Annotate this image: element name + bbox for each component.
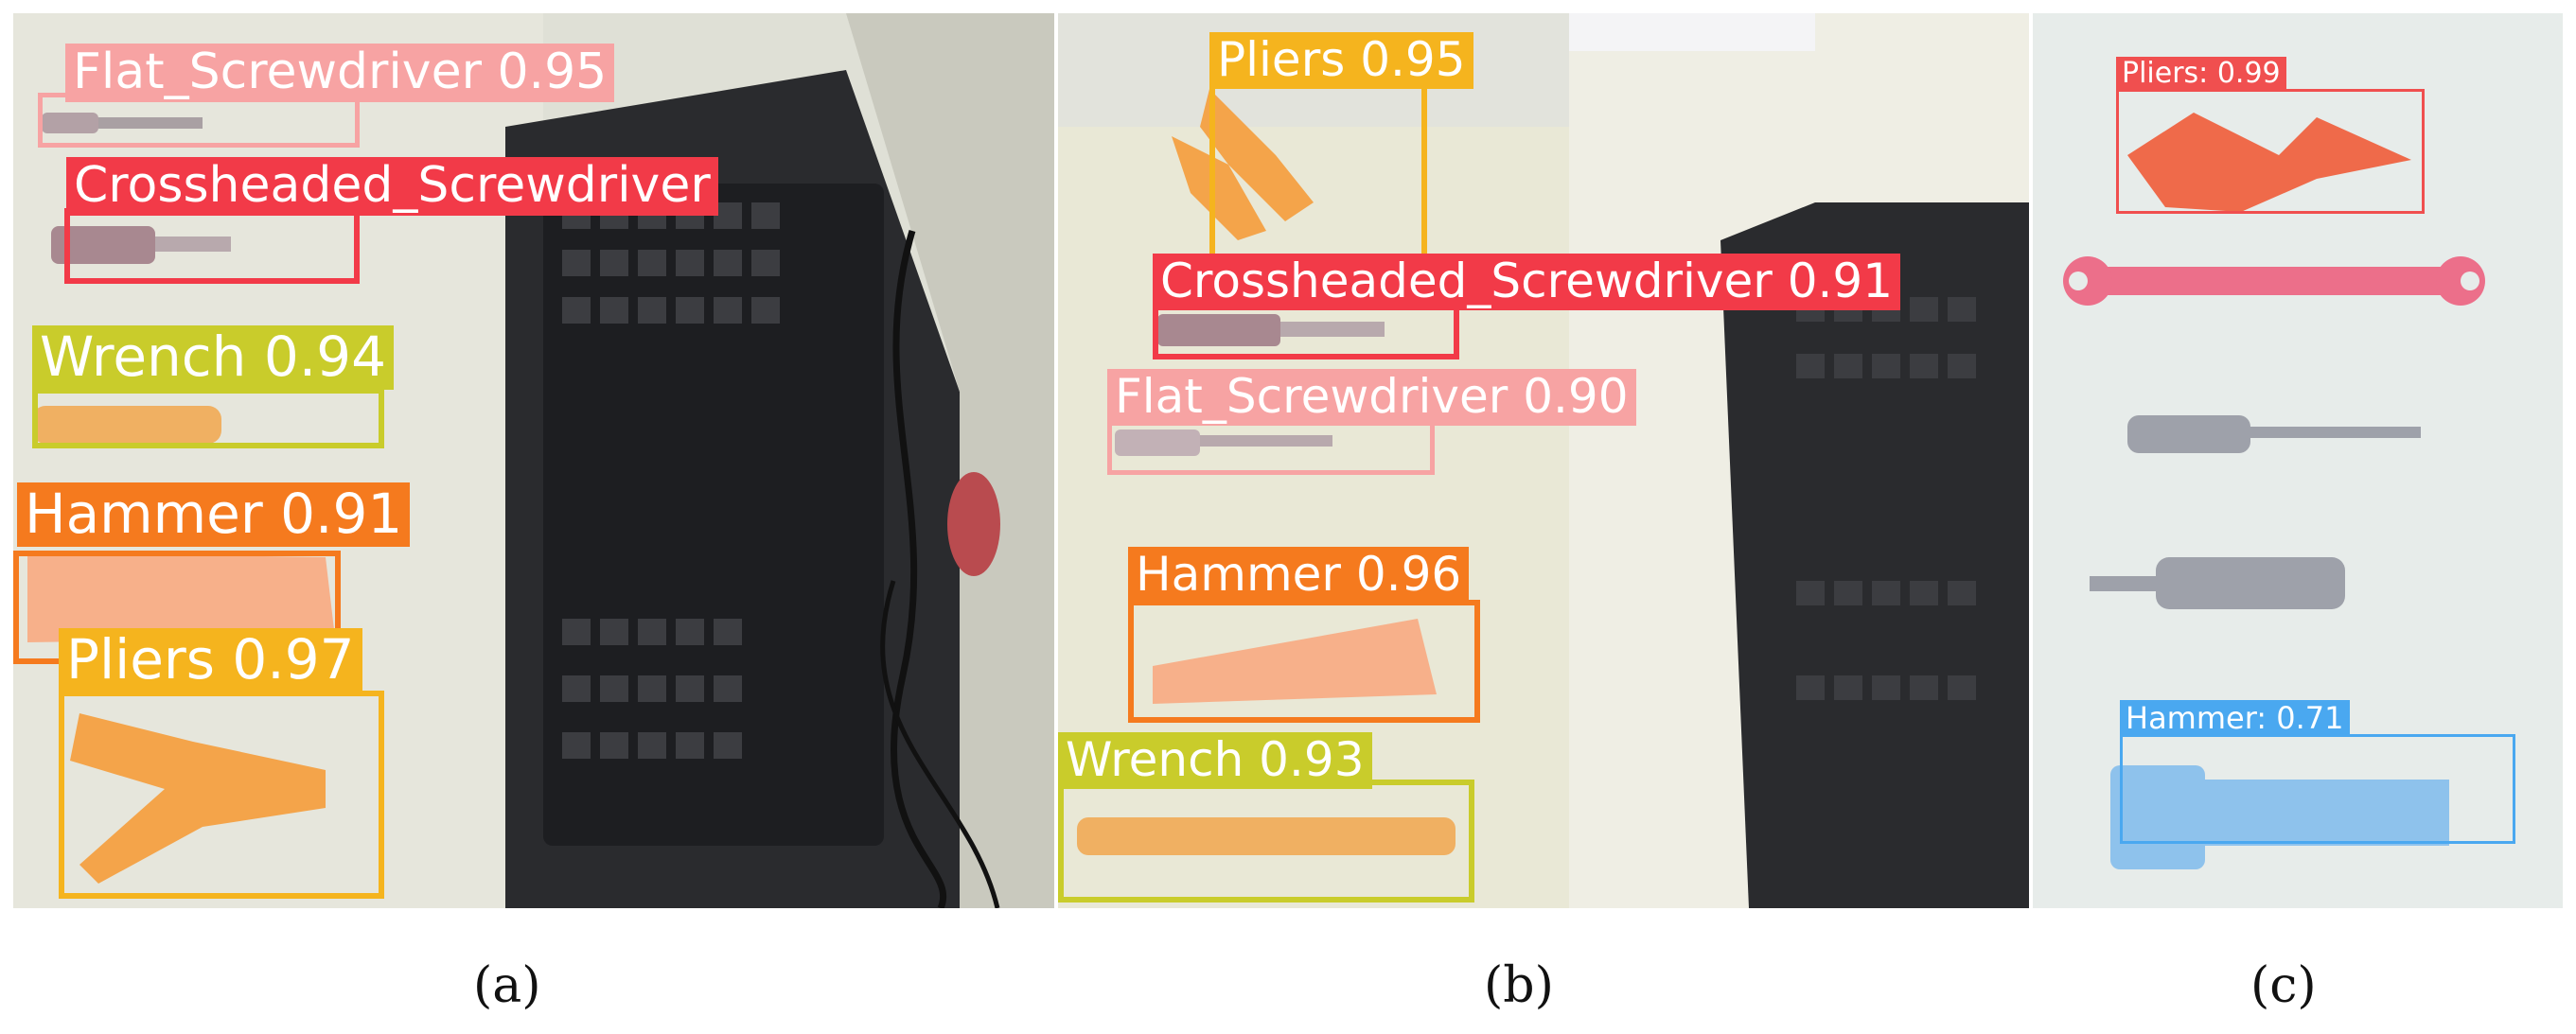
panel-b-photo: Pliers 0.95 Crossheaded_Screwdriver 0.91…: [1058, 13, 2029, 908]
panel-c-photo: Pliers: 0.99 Hammer: 0.71: [2033, 13, 2563, 908]
panel-a-photo: Flat_Screwdriver 0.95 Crossheaded_Screwd…: [13, 13, 1054, 908]
detection-box-pliers: [59, 691, 384, 899]
detection-box-hammer: [1128, 600, 1480, 723]
detection-box-pliers: [1209, 78, 1427, 280]
detection-label-hammer: Hammer: 0.71: [2120, 700, 2350, 737]
caption-c: (c): [2250, 957, 2317, 1014]
detection-label-wrench: Wrench 0.93: [1058, 732, 1372, 789]
detection-label-pliers: Pliers: 0.99: [2116, 57, 2286, 92]
detection-box-wrench: [1058, 780, 1474, 903]
caption-a: (a): [473, 957, 541, 1014]
caption-b: (b): [1484, 957, 1554, 1014]
detection-label-pliers: Pliers 0.95: [1209, 32, 1473, 89]
detection-label-crossheaded-screwdriver: Crossheaded_Screwdriver: [66, 157, 718, 216]
panel-b-scene: [1058, 13, 2029, 908]
detection-label-crossheaded-screwdriver: Crossheaded_Screwdriver 0.91: [1153, 254, 1901, 310]
detection-label-flat-screwdriver: Flat_Screwdriver 0.90: [1107, 369, 1636, 426]
detection-label-hammer: Hammer 0.91: [17, 482, 411, 547]
detection-label-wrench: Wrench 0.94: [32, 325, 394, 390]
detection-label-pliers: Pliers 0.97: [59, 628, 362, 692]
detection-label-hammer: Hammer 0.96: [1128, 547, 1470, 604]
detection-box-pliers: [2116, 89, 2425, 214]
detection-box-crossheaded-screwdriver: [64, 208, 360, 284]
detection-box-hammer: [2120, 734, 2515, 844]
detection-label-flat-screwdriver: Flat_Screwdriver 0.95: [65, 44, 615, 102]
detection-box-wrench: [32, 388, 384, 448]
